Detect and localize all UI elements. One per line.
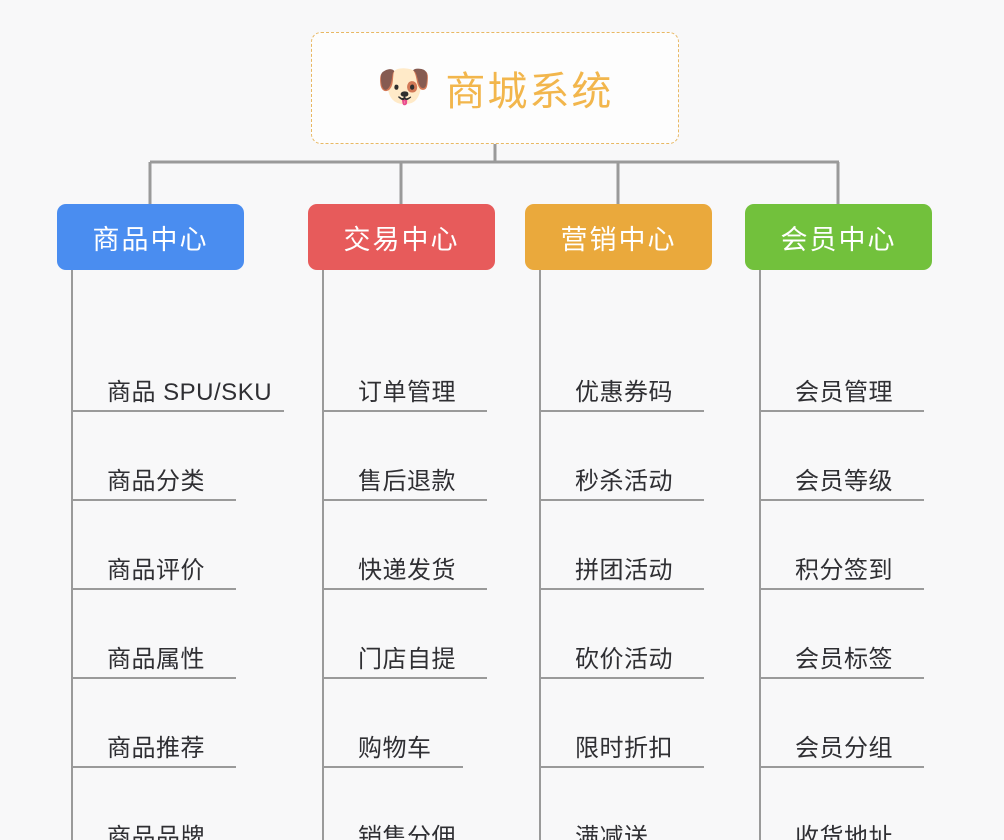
leaf-label: 满减送 — [575, 824, 649, 840]
leaf-underline — [539, 410, 704, 412]
branch-trade-center: 交易中心 订单管理 售后退款 快递发货 门店自提 购物车 — [308, 204, 495, 840]
leaf-label: 商品推荐 — [107, 735, 205, 762]
branch-header-label: 会员中心 — [780, 224, 897, 255]
leaf-underline — [539, 499, 704, 501]
branch-member-center: 会员中心 会员管理 会员等级 积分签到 会员标签 会员分组 — [745, 204, 932, 840]
leaf-label: 商品 SPU/SKU — [107, 379, 273, 406]
branch-trunk-line — [322, 270, 324, 840]
branch-header-product-center[interactable]: 商品中心 — [57, 204, 244, 270]
leaf-label: 秒杀活动 — [575, 468, 673, 495]
leaf-underline — [322, 588, 487, 590]
branch-header-marketing-center[interactable]: 营销中心 — [525, 204, 712, 270]
leaf-label: 商品评价 — [107, 557, 205, 584]
leaf-label: 商品属性 — [107, 646, 205, 673]
leaf-underline — [759, 499, 924, 501]
leaf-label: 会员管理 — [795, 379, 893, 406]
root-title: 商城系统 — [445, 70, 614, 114]
leaf-underline — [322, 677, 487, 679]
branch-header-label: 营销中心 — [560, 224, 677, 255]
leaf-label: 收货地址 — [795, 824, 893, 840]
branch-header-label: 交易中心 — [343, 224, 460, 255]
leaf-label: 限时折扣 — [575, 735, 673, 762]
leaf-underline — [539, 766, 704, 768]
branch-header-member-center[interactable]: 会员中心 — [745, 204, 932, 270]
leaf-label: 砍价活动 — [575, 646, 673, 673]
branch-trunk-line — [759, 270, 761, 840]
leaf-label: 商品分类 — [107, 468, 205, 495]
root-node[interactable]: 🐶 商城系统 — [311, 32, 679, 144]
leaf-underline — [71, 677, 236, 679]
shiba-dog-face-icon: 🐶 — [376, 62, 432, 111]
leaf-label: 购物车 — [358, 735, 432, 762]
branch-product-center: 商品中心 商品 SPU/SKU 商品分类 商品评价 商品属性 商品推荐 — [57, 204, 284, 840]
leaf-label: 会员等级 — [795, 468, 893, 495]
branch-trunk-line — [71, 270, 73, 840]
leaf-label: 快递发货 — [358, 557, 456, 584]
branch-marketing-center: 营销中心 优惠券码 秒杀活动 拼团活动 砍价活动 限时折扣 — [525, 204, 712, 840]
leaf-underline — [759, 588, 924, 590]
leaf-label: 会员分组 — [795, 735, 893, 762]
leaf-label: 商品品牌 — [107, 824, 205, 840]
branch-header-label: 商品中心 — [92, 224, 209, 255]
leaf-label: 优惠券码 — [575, 379, 673, 406]
branch-header-trade-center[interactable]: 交易中心 — [308, 204, 495, 270]
leaf-label: 门店自提 — [358, 646, 456, 673]
leaf-underline — [71, 410, 284, 412]
leaf-underline — [759, 410, 924, 412]
leaf-underline — [322, 766, 463, 768]
leaf-label: 销售分佣 — [358, 824, 456, 840]
leaf-underline — [759, 766, 924, 768]
leaf-label: 订单管理 — [358, 379, 456, 406]
branch-trunk-line — [539, 270, 541, 840]
leaf-underline — [539, 588, 704, 590]
leaf-underline — [322, 499, 487, 501]
leaf-underline — [71, 499, 236, 501]
leaf-underline — [71, 588, 236, 590]
leaf-label: 会员标签 — [795, 646, 893, 673]
leaf-underline — [71, 766, 236, 768]
leaf-label: 积分签到 — [795, 557, 893, 584]
leaf-underline — [759, 677, 924, 679]
leaf-label: 拼团活动 — [575, 557, 673, 584]
leaf-underline — [322, 410, 487, 412]
leaf-label: 售后退款 — [358, 468, 456, 495]
leaf-underline — [539, 677, 704, 679]
